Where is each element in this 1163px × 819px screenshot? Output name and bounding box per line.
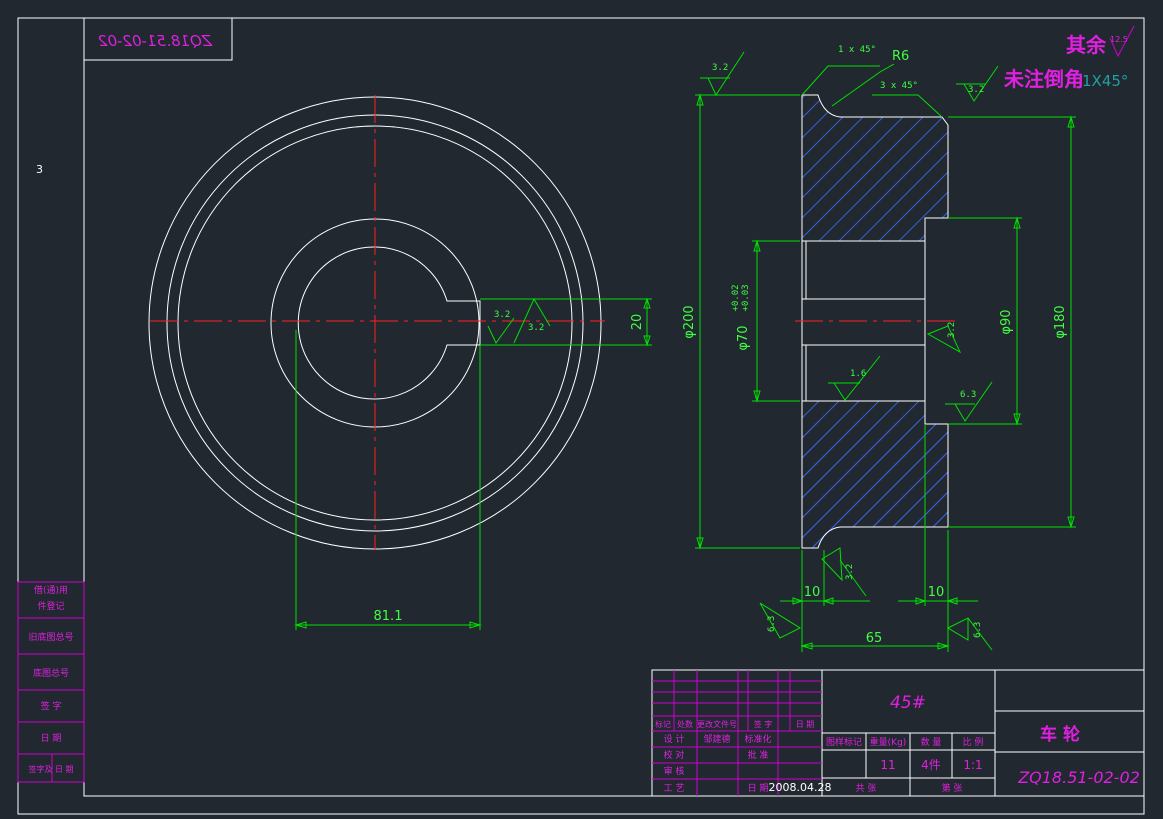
tb-scale: 1:1 (963, 758, 982, 772)
title-block (651, 669, 1145, 797)
dim-20: 20 (630, 314, 645, 331)
tb-date-label: 日 期 (748, 783, 769, 794)
dim-d200: φ200 (682, 305, 697, 338)
section-view (695, 51, 1076, 652)
sheet-mark: 3 (36, 163, 43, 176)
tb-weight: 11 (880, 758, 895, 772)
note-qiyu: 其余 (1066, 33, 1107, 57)
dim-10-left: 10 (804, 585, 821, 600)
rough-right-face: 6.3 (973, 622, 983, 638)
left-cell-1: 借(通)用 (34, 584, 68, 596)
tb-approve: 批 准 (748, 749, 769, 761)
tb-hdr-doc: 更改文件号 (697, 719, 737, 729)
rough-top-left: 3.2 (712, 63, 728, 73)
tb-sheet-no: 第 张 (942, 782, 963, 794)
code-box (83, 17, 233, 61)
left-cell-5: 签 字 (41, 700, 62, 712)
left-sign-table (17, 581, 85, 783)
dim-d70-tol-up: +0.02 (731, 284, 741, 311)
tb-standard: 标准化 (744, 733, 771, 745)
tb-qty: 4件 (921, 758, 941, 772)
left-cell-4: 底图总号 (33, 667, 69, 679)
tb-row-process: 工 艺 (664, 783, 685, 794)
rough-step: 6.3 (960, 390, 976, 400)
dim-d180: φ180 (1053, 305, 1068, 338)
dim-d90: φ90 (999, 309, 1014, 334)
tb-hdr-sign: 签 字 (754, 719, 773, 729)
rough-top-right: 3.2 (968, 85, 984, 95)
left-cell-3: 旧底图总号 (28, 631, 73, 643)
tb-col-scale: 比 例 (963, 736, 984, 748)
rough-face: 3.2 (947, 322, 957, 338)
tb-drawing-no: ZQ18.51-02-02 (1017, 768, 1140, 787)
tb-row-review: 审 核 (664, 765, 685, 777)
tb-hdr-mark: 标记 (655, 719, 671, 729)
hatch-bottom (802, 401, 948, 548)
left-cell-2: 件登记 (37, 600, 64, 612)
rough-key-a: 3.2 (494, 310, 510, 320)
tb-material: 45# (890, 693, 926, 713)
dim-d70-tol-dn: +0.03 (741, 284, 751, 311)
dim-65: 65 (866, 631, 883, 646)
chamfer-3x45: 3 x 45° (880, 81, 918, 91)
tb-col-qty: 数 量 (921, 736, 942, 748)
tb-col-weight: 重量(Kg) (870, 736, 907, 748)
front-view (148, 95, 652, 630)
dim-81-1: 81.1 (374, 609, 403, 624)
rough-bore: 1.6 (850, 369, 866, 379)
tb-designer: 邹建德 (703, 733, 730, 745)
tb-col-pattern: 图样标记 (826, 736, 862, 748)
note-chamfer: 未注倒角 (1004, 67, 1084, 91)
note-chamfer-val: 1X45° (1082, 72, 1128, 90)
code-mirrored: ZQ18.51-02-02 (98, 32, 213, 50)
tb-row-design: 设 计 (664, 733, 685, 745)
inner-border (83, 17, 1145, 797)
radius-r6: R6 (892, 49, 909, 64)
tb-total-sheets: 共 张 (856, 783, 877, 794)
tb-part-name: 车 轮 (1040, 724, 1080, 745)
dim-d70: φ70 (736, 325, 751, 350)
rough-left-face: 6.3 (767, 616, 777, 632)
tb-hdr-date: 日 期 (796, 720, 815, 729)
rough-key-b: 3.2 (528, 323, 544, 333)
rough-bottom: 3.2 (845, 564, 855, 580)
left-cell-7: 签字及 日 期 (28, 764, 73, 774)
tb-date: 2008.04.28 (769, 781, 832, 794)
tb-row-check: 校 对 (664, 749, 685, 761)
note-rough-symbol (1109, 25, 1135, 58)
chamfer-1x45: 1 x 45° (838, 45, 876, 55)
note-rough-val: 12.5 (1110, 35, 1128, 44)
tb-hdr-count: 处数 (677, 719, 693, 729)
left-cell-6: 日 期 (41, 733, 62, 744)
dim-10-right: 10 (928, 585, 945, 600)
